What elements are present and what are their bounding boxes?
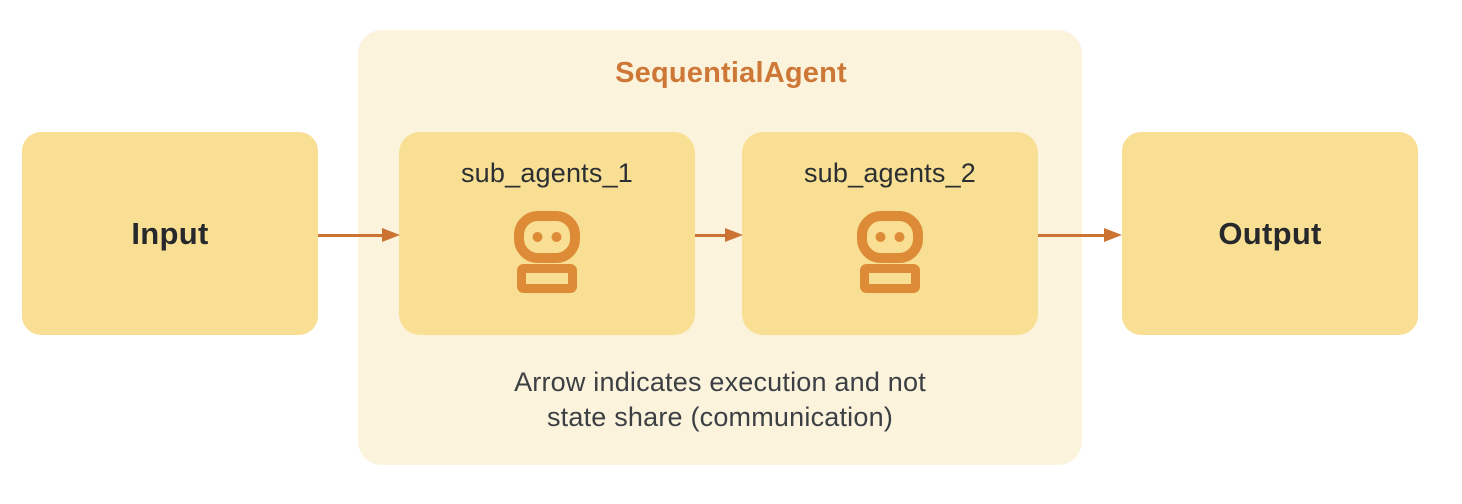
sub-agent-node-2: sub_agents_2: [742, 132, 1038, 335]
robot-icon: [514, 211, 580, 293]
arrow-line: [318, 233, 382, 237]
arrow-head-icon: [382, 228, 400, 242]
sub-agent-node-1: sub_agents_1: [399, 132, 695, 335]
arrow-line: [1038, 233, 1104, 237]
arrow-input-to-sub1: [318, 228, 400, 242]
sub-agent-2-label: sub_agents_2: [803, 158, 977, 188]
sub-agent-1-label: sub_agents_1: [460, 158, 634, 188]
sequential-agent-title: SequentialAgent: [615, 57, 847, 89]
output-label: Output: [1218, 215, 1322, 251]
caption-line-2: state share (communication): [546, 402, 894, 432]
input-label: Input: [131, 215, 209, 251]
robot-icon: [857, 211, 923, 293]
caption-line-1: Arrow indicates execution and not: [514, 367, 926, 397]
arrow-head-icon: [725, 228, 743, 242]
arrow-sub2-to-output: [1038, 228, 1122, 242]
output-node: Output: [1122, 132, 1418, 335]
caption: Arrow indicates execution and not state …: [358, 365, 1082, 435]
arrow-sub1-to-sub2: [695, 228, 743, 242]
arrow-head-icon: [1104, 228, 1122, 242]
input-node: Input: [22, 132, 318, 335]
arrow-line: [695, 233, 725, 237]
